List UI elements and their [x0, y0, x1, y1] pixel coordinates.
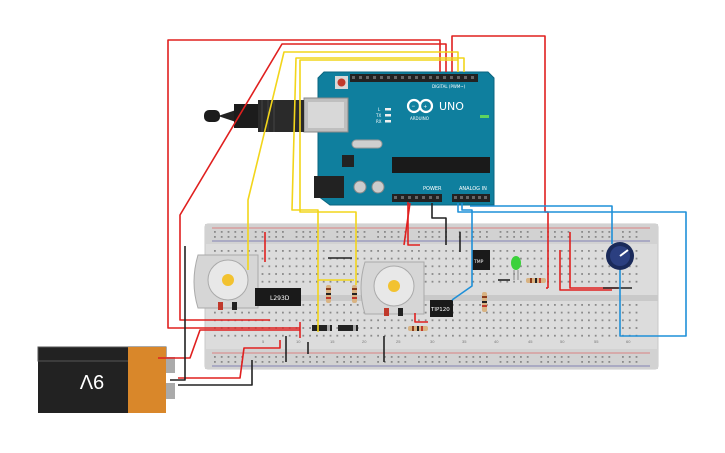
- analog-header-label: ANALOG IN: [459, 186, 487, 192]
- svg-text:15: 15: [330, 339, 335, 344]
- bottom-pin-holes: [394, 196, 487, 199]
- resistor-5[interactable]: [526, 278, 546, 283]
- battery-9v[interactable]: 9V: [37, 346, 175, 413]
- board-brand-label: ARDUINO: [410, 116, 429, 121]
- svg-text:35: 35: [462, 339, 467, 344]
- atmega-chip: [392, 157, 490, 173]
- digital-header-label: DIGITAL (PWM~): [432, 84, 466, 89]
- green-led[interactable]: [511, 256, 521, 280]
- svg-text:RX: RX: [376, 119, 382, 124]
- resistor-1[interactable]: [326, 285, 331, 303]
- dc-motor-2[interactable]: [360, 261, 425, 316]
- svg-text:25: 25: [396, 339, 401, 344]
- svg-text:45: 45: [528, 339, 533, 344]
- resistor-2[interactable]: [352, 285, 357, 303]
- wires: [158, 35, 687, 386]
- transistor-tip120[interactable]: TIP120: [430, 300, 453, 317]
- svg-text:−: −: [412, 104, 416, 110]
- svg-text:40: 40: [494, 339, 499, 344]
- capacitor-2: [371, 180, 385, 194]
- svg-text:+: +: [424, 105, 428, 111]
- diode-2[interactable]: [338, 325, 358, 331]
- usb-cable: [204, 100, 304, 132]
- svg-text:L293D: L293D: [270, 295, 290, 302]
- arduino-uno-board[interactable]: − + UNO ARDUINO DIGITAL (PWM~) L TX RX P…: [303, 71, 495, 206]
- potentiometer[interactable]: [606, 242, 634, 270]
- svg-text:60: 60: [626, 339, 631, 344]
- dc-motor-1[interactable]: [193, 254, 259, 310]
- analog-header[interactable]: [452, 194, 490, 202]
- diode-1[interactable]: [312, 325, 332, 331]
- svg-text:10: 10: [296, 339, 301, 344]
- temperature-sensor[interactable]: TMP: [472, 250, 490, 270]
- breadboard-column-numbers: 5 10 15 20 25 30 35 40 45 50 55 60: [262, 339, 631, 344]
- motor-driver-chip[interactable]: L293D: [255, 288, 301, 306]
- board-model-label: UNO: [439, 100, 464, 113]
- svg-text:20: 20: [362, 339, 367, 344]
- svg-text:TMP: TMP: [473, 259, 484, 265]
- resistor-4[interactable]: [482, 292, 487, 312]
- svg-text:55: 55: [594, 339, 599, 344]
- battery-label: 9V: [79, 370, 104, 392]
- power-jack: [314, 176, 344, 198]
- svg-text:30: 30: [430, 339, 435, 344]
- resistor-3[interactable]: [408, 326, 428, 331]
- power-header-label: POWER: [423, 186, 442, 192]
- svg-text:L: L: [378, 107, 381, 112]
- on-led: [480, 115, 489, 118]
- status-leds: L TX RX: [375, 107, 391, 124]
- capacitor-1: [353, 180, 367, 194]
- digital-pin-holes: [352, 76, 474, 79]
- svg-text:5: 5: [262, 339, 265, 344]
- svg-text:TX: TX: [375, 113, 381, 118]
- svg-text:50: 50: [560, 339, 565, 344]
- svg-text:TIP120: TIP120: [430, 307, 450, 313]
- infinity-logo-icon: − +: [406, 98, 434, 114]
- digital-header[interactable]: [350, 74, 478, 82]
